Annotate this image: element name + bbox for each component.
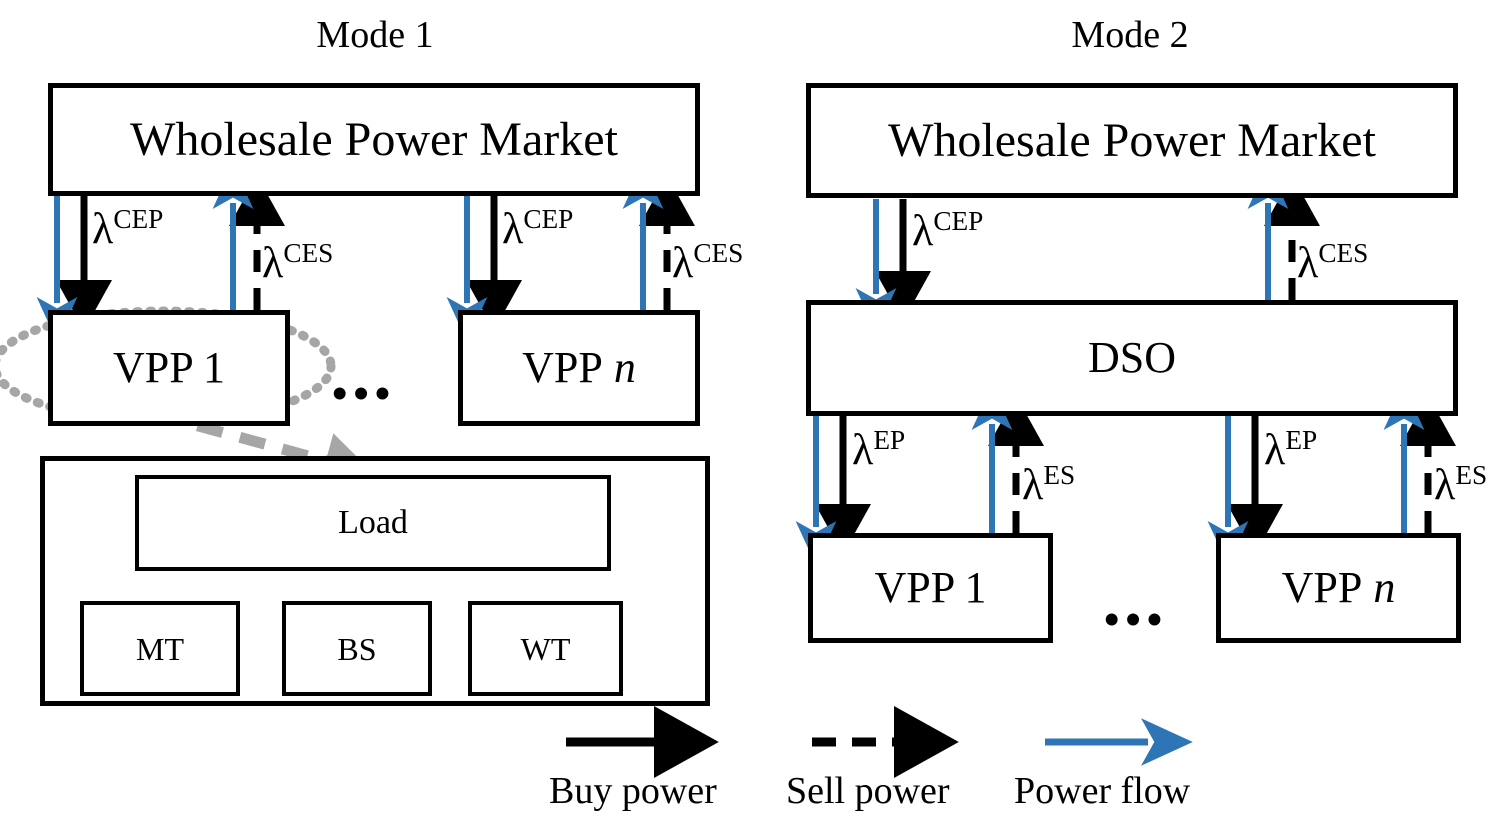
- lambda-symbol: λ: [1022, 460, 1044, 510]
- mode2-lambda-ep-vppn-label: λEP: [1264, 425, 1318, 475]
- mode1-wt-box[interactable]: WT: [468, 601, 623, 696]
- lambda-symbol: λ: [1264, 425, 1286, 475]
- mode2-wpm-label: Wholesale Power Market: [888, 113, 1376, 167]
- mode2-lambda-ep-vpp1-label: λEP: [852, 425, 906, 475]
- mode1-vpp-ellipsis: •••: [332, 369, 397, 418]
- lambda-superscript: EP: [873, 425, 906, 455]
- lambda-symbol: λ: [262, 238, 284, 288]
- lambda-superscript: ES: [1043, 460, 1076, 490]
- mode1-vppn-label: VPP n: [522, 343, 636, 392]
- mode1-vpp1-box[interactable]: VPP 1: [48, 310, 290, 426]
- mode1-lambda-ces-vpp1-label: λCES: [262, 238, 334, 288]
- mode1-wt-label: WT: [520, 630, 571, 667]
- lambda-superscript: CES: [693, 238, 744, 268]
- mode2-dso-label: DSO: [1087, 333, 1177, 382]
- mode1-wholesale-power-market-box[interactable]: Wholesale Power Market: [48, 83, 700, 196]
- lambda-symbol: λ: [912, 206, 934, 256]
- lambda-superscript: CEP: [113, 204, 164, 234]
- mode1-title: Mode 1: [316, 14, 434, 56]
- mode2-vpp1-box[interactable]: VPP 1: [808, 533, 1053, 643]
- lambda-superscript: ES: [1455, 460, 1488, 490]
- mode2-vppn-label: VPP n: [1281, 563, 1396, 612]
- legend-power-flow-label: Power flow: [1014, 770, 1191, 812]
- mode1-bs-label: BS: [337, 630, 377, 667]
- mode2-lambda-cep-label: λCEP: [912, 206, 984, 256]
- mode1-lambda-ces-vppn-label: λCES: [672, 238, 744, 288]
- mode1-bs-box[interactable]: BS: [282, 601, 432, 696]
- lambda-symbol: λ: [92, 204, 114, 254]
- mode1-vppn-box[interactable]: VPP n: [458, 310, 700, 426]
- lambda-superscript: CES: [1318, 238, 1369, 268]
- mode2-title: Mode 2: [1071, 14, 1189, 56]
- legend-sell-power-label: Sell power: [786, 770, 950, 812]
- vpp1-callout-arrow: [153, 408, 375, 489]
- mode1-vpp1-label: VPP 1: [112, 343, 226, 392]
- mode1-mt-box[interactable]: MT: [80, 601, 240, 696]
- lambda-superscript: EP: [1285, 425, 1318, 455]
- lambda-symbol: λ: [502, 204, 524, 254]
- mode1-wpm-label: Wholesale Power Market: [130, 112, 618, 166]
- lambda-symbol: λ: [1297, 238, 1319, 288]
- lambda-superscript: CES: [283, 238, 334, 268]
- mode2-vppn-box[interactable]: VPP n: [1216, 533, 1461, 643]
- lambda-superscript: CEP: [523, 204, 574, 234]
- mode2-lambda-es-vppn-label: λES: [1434, 460, 1488, 510]
- mode2-lambda-es-vpp1-label: λES: [1022, 460, 1076, 510]
- lambda-symbol: λ: [1434, 460, 1456, 510]
- mode2-lambda-ces-label: λCES: [1297, 238, 1369, 288]
- mode1-mt-label: MT: [136, 630, 184, 667]
- mode1-load-label: Load: [338, 504, 408, 541]
- legend-buy-power-label: Buy power: [549, 770, 717, 812]
- mode2-dso-box[interactable]: DSO: [806, 300, 1458, 416]
- mode1-lambda-cep-vpp1-label: λCEP: [92, 204, 164, 254]
- lambda-symbol: λ: [852, 425, 874, 475]
- mode1-load-box[interactable]: Load: [135, 475, 611, 571]
- mode2-vpp-ellipsis: •••: [1104, 595, 1169, 644]
- mode2-vpp1-label: VPP 1: [874, 563, 987, 612]
- lambda-superscript: CEP: [933, 206, 984, 236]
- lambda-symbol: λ: [672, 238, 694, 288]
- mode1-lambda-cep-vppn-label: λCEP: [502, 204, 574, 254]
- mode2-wholesale-power-market-box[interactable]: Wholesale Power Market: [806, 83, 1458, 198]
